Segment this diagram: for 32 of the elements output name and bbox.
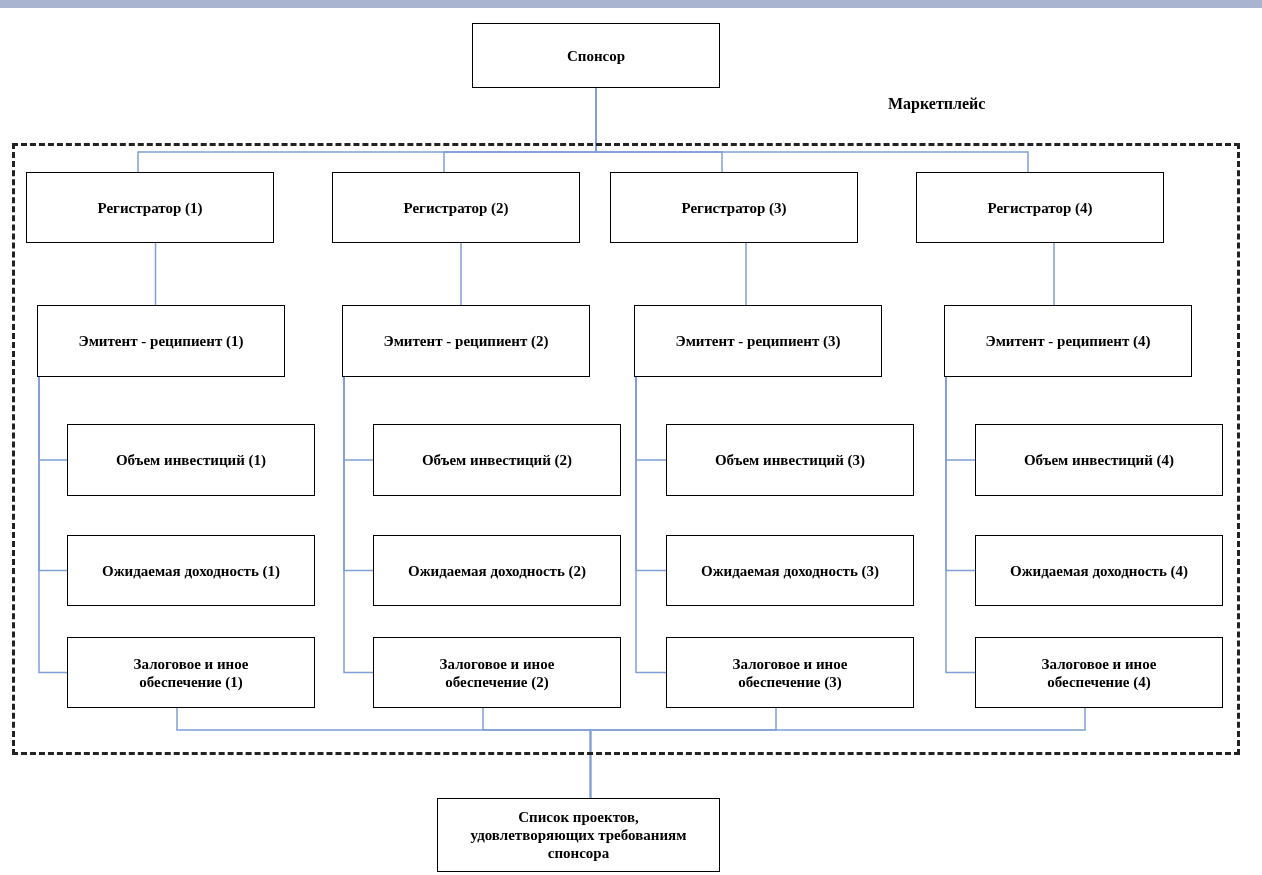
connector-line bbox=[635, 376, 667, 674]
process-box: Залоговое и иное обеспечение (2) bbox=[373, 637, 621, 708]
connector-line bbox=[38, 376, 68, 674]
process-box: Эмитент - реципиент (2) bbox=[342, 305, 590, 377]
process-box: Регистратор (2) bbox=[332, 172, 580, 243]
process-box: Объем инвестиций (2) bbox=[373, 424, 621, 496]
process-box: Регистратор (1) bbox=[26, 172, 274, 243]
process-box: Ожидаемая доходность (4) bbox=[975, 535, 1223, 606]
connector-line bbox=[460, 242, 462, 306]
process-box: Эмитент - реципиент (1) bbox=[37, 305, 285, 377]
process-box: Залоговое и иное обеспечение (1) bbox=[67, 637, 315, 708]
connector-line bbox=[745, 242, 747, 306]
group-title: Маркетплейс bbox=[888, 95, 986, 113]
process-box: Объем инвестиций (1) bbox=[67, 424, 315, 496]
process-box: Эмитент - реципиент (4) bbox=[944, 305, 1192, 377]
process-box: Залоговое и иное обеспечение (4) bbox=[975, 637, 1223, 708]
process-box: Объем инвестиций (4) bbox=[975, 424, 1223, 496]
process-box: Объем инвестиций (3) bbox=[666, 424, 914, 496]
process-box: Эмитент - реципиент (3) bbox=[634, 305, 882, 377]
connector-line bbox=[343, 376, 374, 674]
process-box: Список проектов, удовлетворяющих требованиям спонсора bbox=[437, 798, 720, 872]
process-box: Залоговое и иное обеспечение (3) bbox=[666, 637, 914, 708]
connector-line bbox=[589, 707, 1086, 799]
process-box: Регистратор (4) bbox=[916, 172, 1164, 243]
process-box: Регистратор (3) bbox=[610, 172, 858, 243]
process-box: Спонсор bbox=[472, 23, 720, 88]
process-box: Ожидаемая доходность (2) bbox=[373, 535, 621, 606]
process-box: Ожидаемая доходность (3) bbox=[666, 535, 914, 606]
connector-line bbox=[1053, 242, 1055, 306]
process-box: Ожидаемая доходность (1) bbox=[67, 535, 315, 606]
connector-line bbox=[945, 376, 976, 674]
connector-line bbox=[154, 242, 157, 306]
